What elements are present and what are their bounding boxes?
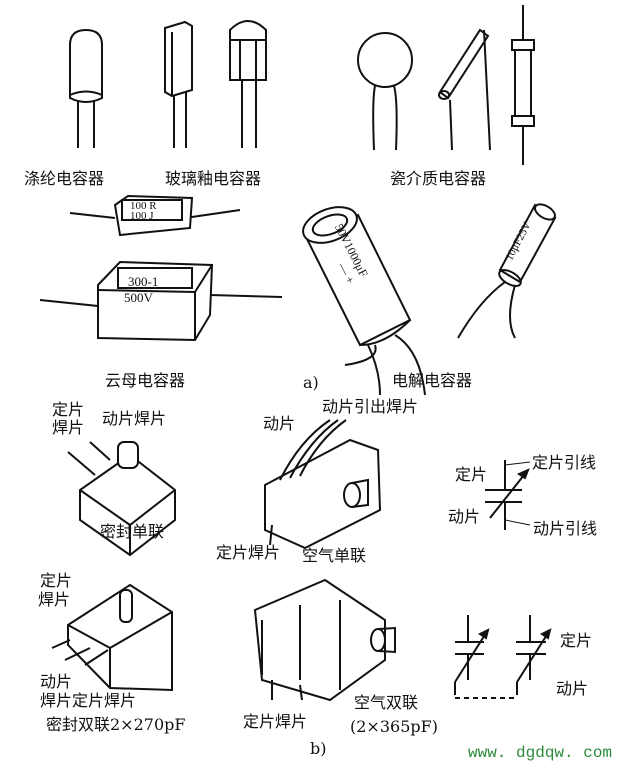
air-single-rotor-label: 动片: [263, 414, 296, 433]
sealed-single-stator-tab-label-2: 焊片: [52, 418, 85, 437]
symbol-stator-lead-label: 定片引线: [532, 453, 597, 472]
mica-capacitor-large-drawing: [39, 260, 283, 342]
sealed-dual-stator-tab-label-2: 焊片: [38, 590, 71, 609]
variable-capacitor-symbol-single: [485, 460, 531, 530]
sealed-single-stator-tab-label-1: 定片: [52, 400, 85, 419]
sealed-dual-rotor-tab-label-1: 动片: [40, 672, 73, 691]
sealed-single-title: 密封单联: [100, 522, 165, 541]
variable-capacitor-symbol-dual: [454, 615, 552, 699]
ceramic-disc-capacitor-drawing: [357, 32, 413, 151]
electrolytic-capacitor-small-drawing: [457, 203, 557, 339]
air-dual-title: 空气双联: [354, 693, 419, 712]
sealed-dual-stator-tab-label-1: 定片: [40, 571, 73, 590]
symbol-rotor-lead-label: 动片引线: [533, 519, 598, 538]
air-dual-gang-drawing: [253, 578, 396, 702]
watermark: www. dgdqw. com: [468, 744, 613, 762]
dual-symbol-stator-label: 定片: [560, 631, 593, 650]
air-dual-stator-tab-label: 定片焊片: [243, 712, 308, 731]
air-dual-spec: (2×365pF): [350, 717, 438, 736]
label-mica-capacitor: 云母电容器: [105, 371, 186, 390]
sealed-dual-gang-drawing: [51, 583, 173, 692]
ceramic-rod-capacitor-drawing: [511, 5, 535, 165]
polyester-capacitor-drawing: [69, 28, 103, 148]
symbol-stator-label: 定片: [455, 465, 488, 484]
air-single-gang-drawing: [264, 419, 382, 550]
air-single-title: 空气单联: [302, 546, 367, 565]
label-ceramic-capacitor: 瓷介质电容器: [390, 169, 487, 188]
sealed-single-rotor-tab-label: 动片焊片: [102, 409, 167, 428]
mica-small-mark-2: 100 J: [130, 210, 154, 222]
sealed-dual-stator-tab-label: 定片焊片: [72, 691, 137, 710]
ceramic-tube-capacitor-drawing: [438, 28, 491, 151]
mica-capacitor-small-drawing: [69, 194, 241, 237]
label-glass-glaze-capacitor: 玻璃釉电容器: [165, 169, 262, 188]
air-single-stator-tab-label: 定片焊片: [216, 543, 281, 562]
glass-glaze-capacitor-drawing: [164, 20, 193, 148]
sealed-dual-rotor-tab-label-2: 焊片: [40, 691, 73, 710]
sealed-dual-title: 密封双联2×270pF: [46, 715, 186, 734]
mica-large-mark-2: 500V: [124, 290, 153, 305]
mica-small-mark-1: 100 R: [130, 200, 157, 212]
symbol-rotor-label: 动片: [448, 507, 481, 526]
label-polyester-capacitor: 涤纶电容器: [24, 169, 105, 188]
mica-large-mark-1: 300-1: [128, 274, 159, 289]
label-electrolytic-capacitor: 电解电容器: [392, 371, 473, 390]
dual-symbol-rotor-label: 动片: [556, 679, 589, 698]
caption-a: a): [303, 373, 319, 392]
air-single-rotor-lead-tab-label: 动片引出焊片: [322, 397, 419, 416]
electrolytic-capacitor-large-drawing: [302, 206, 426, 396]
glass-glaze-capacitor-2-drawing: [229, 20, 267, 148]
sealed-single-gang-drawing: [67, 441, 176, 557]
caption-b: b): [310, 739, 327, 758]
